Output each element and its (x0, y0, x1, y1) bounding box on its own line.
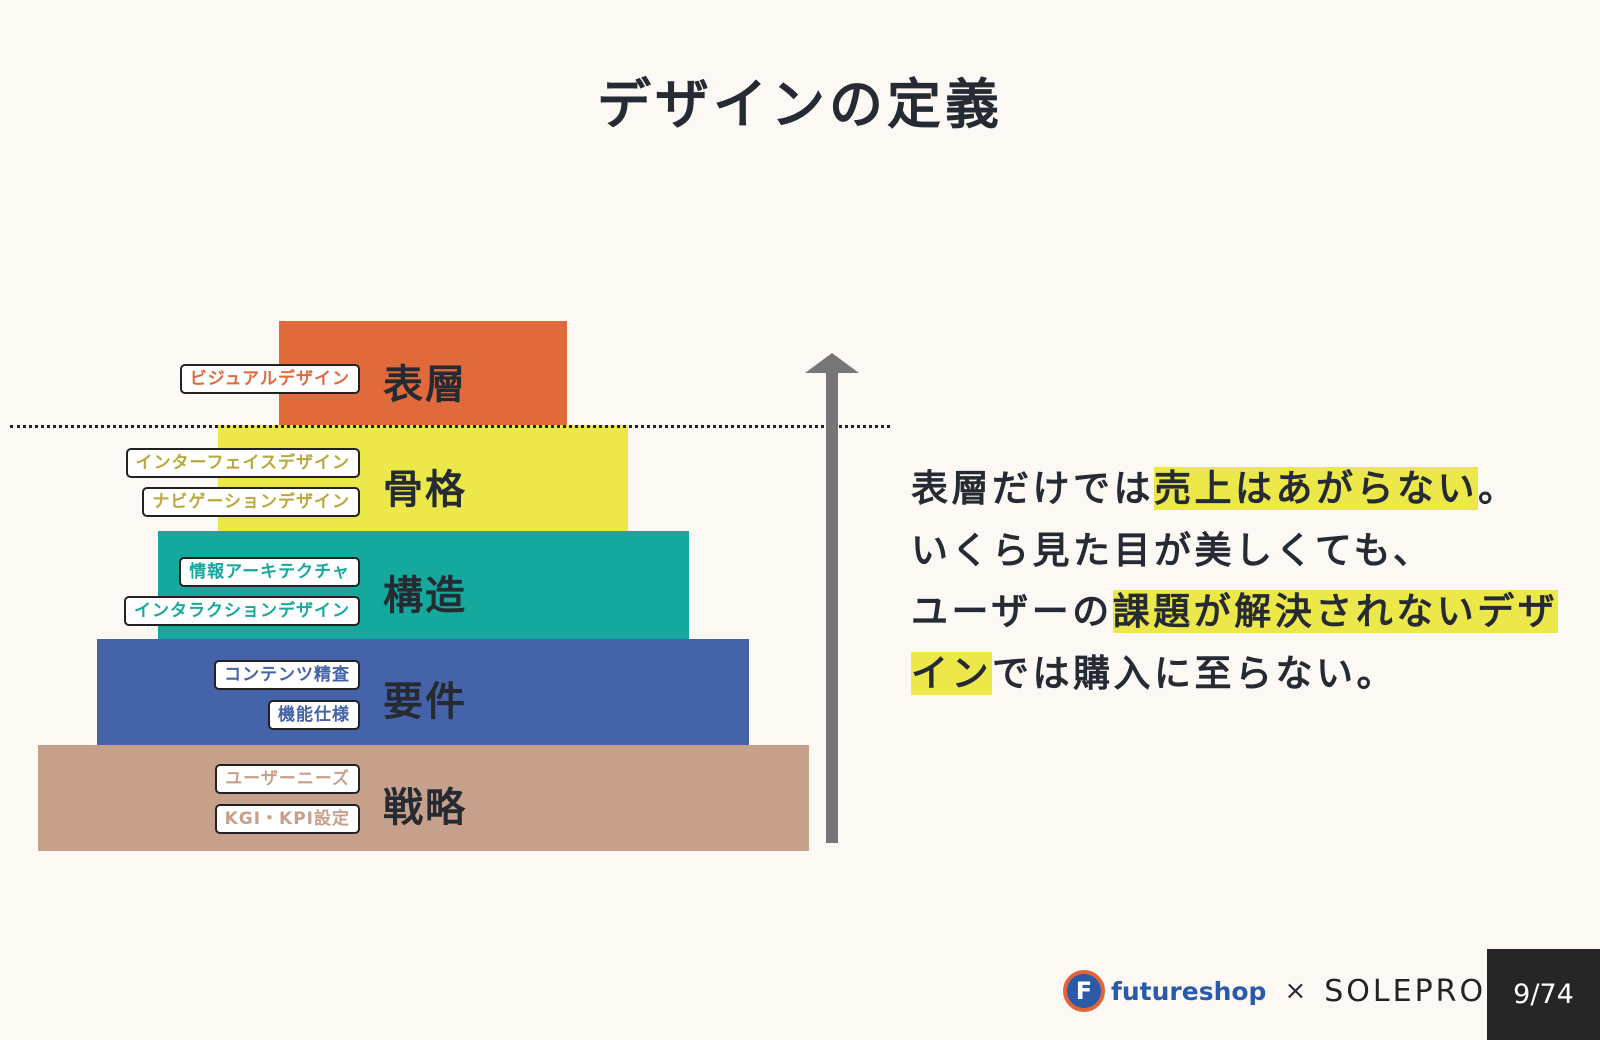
message-line3-start: ユーザーの (911, 590, 1113, 633)
tag-kgi-kpi: KGI・KPI設定 (214, 804, 360, 834)
message-line1-start: 表層だけでは (911, 467, 1154, 510)
solepro-wordmark: SOLEPRO (1324, 973, 1487, 1009)
layer-scope (97, 639, 749, 745)
message-line1-end: 。 (1478, 467, 1519, 510)
tag-interaction-design: インタラクションデザイン (124, 596, 360, 626)
tag-user-needs: ユーザーニーズ (215, 764, 360, 794)
message-line2: いくら見た目が美しくても、 (911, 528, 1434, 572)
futureshop-wordmark: futureshop (1111, 976, 1267, 1006)
tag-function-spec: 機能仕様 (268, 700, 360, 730)
up-arrow-icon (826, 368, 838, 843)
tag-interface-design: インターフェイスデザイン (125, 448, 360, 478)
message-highlight: 課題が解決されないデザ (1112, 590, 1559, 633)
arrow-head-icon (805, 353, 859, 373)
tag-visual-design: ビジュアルデザイン (179, 364, 360, 394)
tag-navigation-design: ナビゲーションデザイン (142, 487, 360, 517)
futureshop-logo-icon: F (1063, 970, 1105, 1012)
footer-logos: F futureshop × SOLEPRO (1063, 970, 1486, 1012)
layer-strategy (38, 745, 809, 851)
surface-divider-line (10, 425, 890, 428)
layer-label-surface: 表層 (383, 362, 467, 408)
message-highlight: 売上はあがらない (1154, 467, 1478, 510)
layer-label-scope: 要件 (383, 679, 467, 725)
page-number: 9/74 (1487, 949, 1600, 1040)
message-line4-end: では購入に至らない。 (992, 651, 1397, 695)
layer-label-skeleton: 骨格 (383, 467, 467, 513)
message-text: 表層だけでは売上はあがらない。 いくら見た目が美しくても、 ユーザーの課題が解決… (911, 458, 1559, 704)
layer-label-structure: 構造 (383, 573, 467, 619)
tag-information-architecture: 情報アーキテクチャ (179, 557, 360, 587)
times-sign: × (1284, 976, 1307, 1006)
tag-content-review: コンテンツ精査 (214, 660, 360, 690)
layer-label-strategy: 戦略 (383, 785, 467, 831)
slide-title: デザインの定義 (597, 73, 1003, 136)
message-highlight: イン (911, 651, 992, 695)
